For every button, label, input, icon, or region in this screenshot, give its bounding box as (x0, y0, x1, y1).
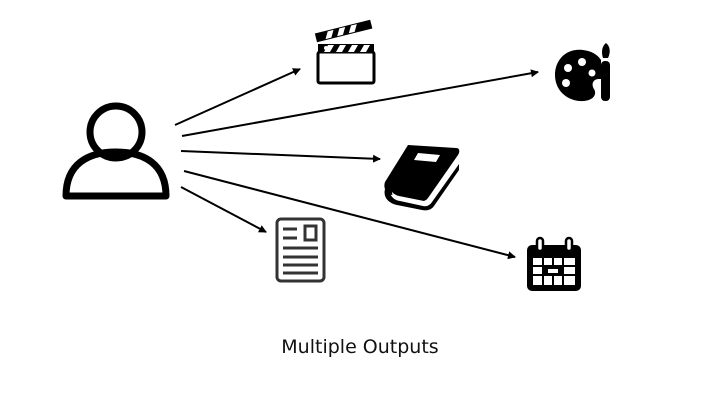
document-icon (275, 217, 326, 283)
clapperboard-icon (314, 19, 376, 85)
palette-brush-icon (555, 43, 610, 102)
arrow-to-video (174, 68, 301, 126)
arrow-to-calendar (183, 170, 516, 260)
diagram-caption: Multiple Outputs (281, 336, 439, 358)
calendar-icon (527, 236, 581, 291)
arrow-to-document (180, 186, 267, 233)
arrow-to-book (180, 150, 381, 163)
arrows (174, 68, 539, 260)
book-icon (384, 145, 460, 211)
user-icon (62, 102, 170, 200)
arrow-to-art (181, 69, 539, 137)
